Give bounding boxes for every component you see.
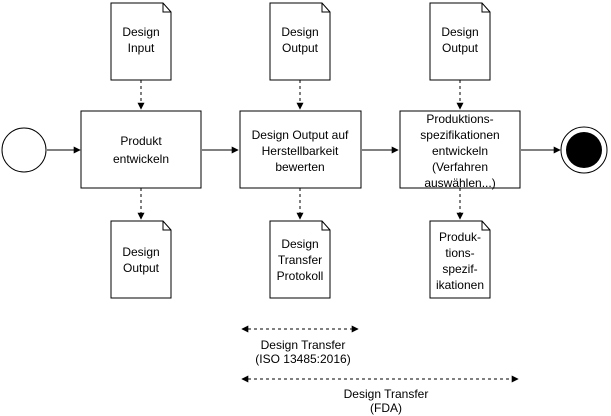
range-iso-line-1: Design Transfer: [261, 338, 346, 352]
d3-out-line-4: ikationen: [436, 278, 484, 292]
p2-line-1: Design Output auf: [252, 128, 349, 142]
document-design-input[interactable]: Design Input: [110, 2, 172, 81]
range-iso-line-2: (ISO 13485:2016): [255, 352, 350, 366]
process-produktionsspezifikationen[interactable]: Produktions- spezifikationen entwickeln …: [399, 110, 521, 190]
d3-in-line-1: Design: [441, 25, 478, 39]
d1-in-line-2: Input: [128, 41, 155, 55]
p3-line-3: entwickeln: [432, 144, 488, 158]
process-herstellbarkeit-bewerten[interactable]: Design Output auf Herstellbarkeit bewert…: [239, 110, 362, 189]
p2-line-3: bewerten: [275, 160, 324, 174]
range-fda-line-2: (FDA): [370, 401, 402, 415]
document-produktionsspezifikationen[interactable]: Produk- tions- spezif- ikationen: [429, 220, 491, 299]
document-design-output-1[interactable]: Design Output: [110, 220, 172, 299]
document-design-transfer-protokoll[interactable]: Design Transfer Protokoll: [269, 220, 331, 299]
start-event[interactable]: [1, 127, 47, 173]
document-design-output-2[interactable]: Design Output: [269, 2, 331, 81]
p3-line-5: auswählen...): [424, 176, 495, 190]
p2-line-2: Herstellbarkeit: [262, 144, 339, 158]
d2-out-line-2: Transfer: [278, 253, 322, 267]
p3-line-4: (Verfahren: [432, 160, 488, 174]
p1-line-2: entwickeln: [113, 152, 169, 166]
d3-out-line-3: spezif-: [442, 262, 477, 276]
d3-in-line-2: Output: [442, 41, 479, 55]
d1-out-line-2: Output: [123, 261, 160, 275]
d2-in-line-2: Output: [282, 41, 319, 55]
p1-line-1: Produkt: [120, 134, 162, 148]
d3-out-line-2: tions-: [445, 246, 474, 260]
process-produkt-entwickeln[interactable]: Produkt entwickeln: [80, 110, 202, 189]
d3-out-line-1: Produk-: [439, 230, 481, 244]
p3-line-2: spezifikationen: [420, 128, 499, 142]
d2-out-line-3: Protokoll: [277, 269, 324, 283]
d2-in-line-1: Design: [281, 25, 318, 39]
d1-in-line-1: Design: [122, 25, 159, 39]
d2-out-line-1: Design: [281, 237, 318, 251]
end-event[interactable]: [560, 126, 608, 174]
document-design-output-3[interactable]: Design Output: [429, 2, 491, 81]
range-fda-line-1: Design Transfer: [344, 387, 429, 401]
p3-line-1: Produktions-: [426, 112, 493, 126]
d1-out-line-1: Design: [122, 245, 159, 259]
